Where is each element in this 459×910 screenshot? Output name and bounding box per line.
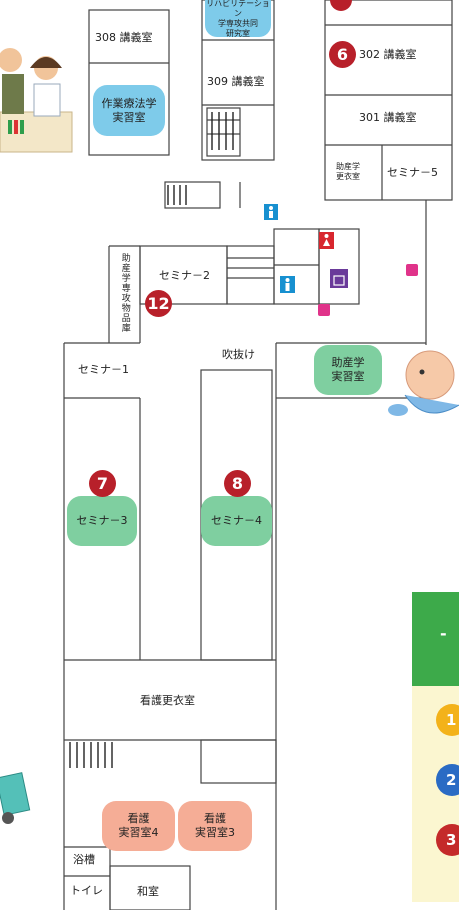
nursing-lab-4[interactable]: 看護 実習室4 (102, 801, 175, 851)
legend-item-3: 3 (446, 831, 457, 849)
seminar-4[interactable]: セミナ－4 (201, 496, 272, 546)
staircase-icon (69, 112, 234, 768)
room-309[interactable]: 309 講義室 (207, 75, 265, 88)
room-301[interactable]: 301 講義室 (359, 111, 417, 124)
seminar-1[interactable]: セミナ－1 (78, 363, 129, 376)
ambulance-illustration (0, 772, 31, 824)
seminar-5[interactable]: セミナ－5 (387, 166, 438, 179)
seminar-3[interactable]: セミナ－3 (67, 496, 137, 546)
legend-header: - (440, 624, 447, 643)
walls (63, 0, 453, 910)
badge-top-partial (330, 0, 352, 11)
badge-8: 8 (224, 470, 251, 497)
seminar-2[interactable]: セミナ－2 (159, 269, 210, 282)
bath[interactable]: 浴槽 (73, 853, 95, 866)
ot-lab[interactable]: 作業療法学 実習室 (93, 85, 165, 136)
legend-item-1: 1 (446, 711, 457, 729)
badge-7: 7 (89, 470, 116, 497)
baby-illustration (388, 350, 459, 416)
nursing-locker-room[interactable]: 看護更衣室 (140, 694, 195, 707)
nursing-lab-3[interactable]: 看護 実習室3 (178, 801, 252, 851)
rehab-research-room[interactable]: リハビリテーション 学専攻共同 研究室 (205, 0, 271, 38)
midwife-lab[interactable]: 助産学 実習室 (314, 345, 382, 395)
elevator-icon (330, 269, 348, 288)
restroom-icon (264, 204, 278, 220)
toilet-male-icon (280, 276, 295, 293)
japanese-room[interactable]: 和室 (137, 885, 159, 898)
toilet[interactable]: トイレ (70, 884, 103, 897)
baby-changing-icon (318, 264, 418, 316)
midwife-storage[interactable]: 助産学専攻物品庫 (119, 253, 130, 333)
toilet-female-icon (319, 232, 334, 249)
atrium: 吹抜け (222, 348, 255, 361)
legend-panel (412, 592, 459, 902)
room-302[interactable]: 302 講義室 (359, 48, 417, 61)
badge-12: 12 (145, 290, 172, 317)
room-308[interactable]: 308 講義室 (95, 31, 153, 44)
badge-6: 6 (329, 41, 356, 68)
staff-illustration (0, 48, 73, 153)
legend-item-2: 2 (446, 771, 457, 789)
midwife-locker-room[interactable]: 助産学 更衣室 (336, 162, 360, 181)
